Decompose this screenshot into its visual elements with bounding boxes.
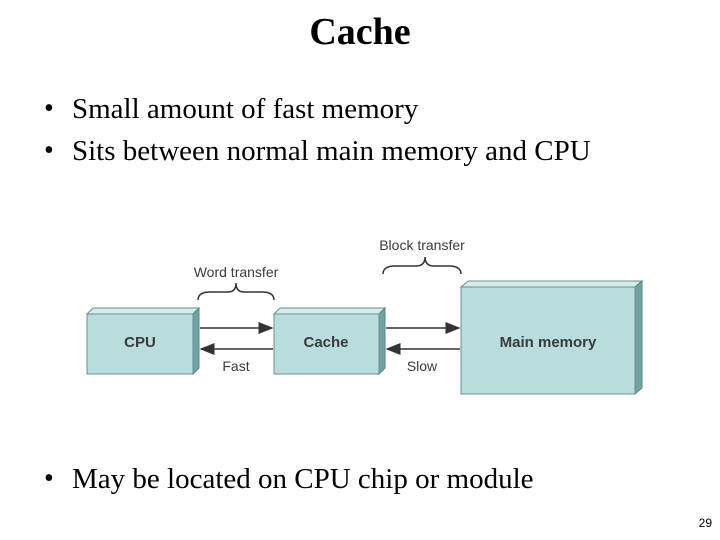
fast-label: Fast: [222, 358, 249, 374]
word-transfer-label: Word transfer: [194, 264, 279, 280]
slide-title: Cache: [309, 11, 411, 53]
slow-label: Slow: [407, 358, 438, 374]
cpu-box: CPU: [85, 306, 201, 376]
page-number: 29: [698, 516, 712, 530]
bullet-item: May be located on CPU chip or module: [44, 458, 534, 500]
main-memory-box: Main memory: [459, 279, 644, 396]
block-transfer-label: Block transfer: [379, 237, 465, 253]
bullet-item: Small amount of fast memory: [44, 88, 591, 130]
main-memory-label: Main memory: [500, 334, 597, 351]
bullet-list: Small amount of fast memory Sits between…: [44, 88, 591, 172]
bottom-bullet-list: May be located on CPU chip or module: [44, 458, 534, 500]
block-transfer-brace: [382, 256, 462, 275]
cache-box: Cache: [272, 306, 387, 376]
cache-diagram: CPU Cache Main memory Word transfer Bloc…: [85, 237, 644, 396]
cache-label: Cache: [303, 334, 348, 351]
bullet-item: Sits between normal main memory and CPU: [44, 130, 591, 172]
word-transfer-brace: [197, 282, 275, 301]
cpu-label: CPU: [124, 334, 156, 351]
